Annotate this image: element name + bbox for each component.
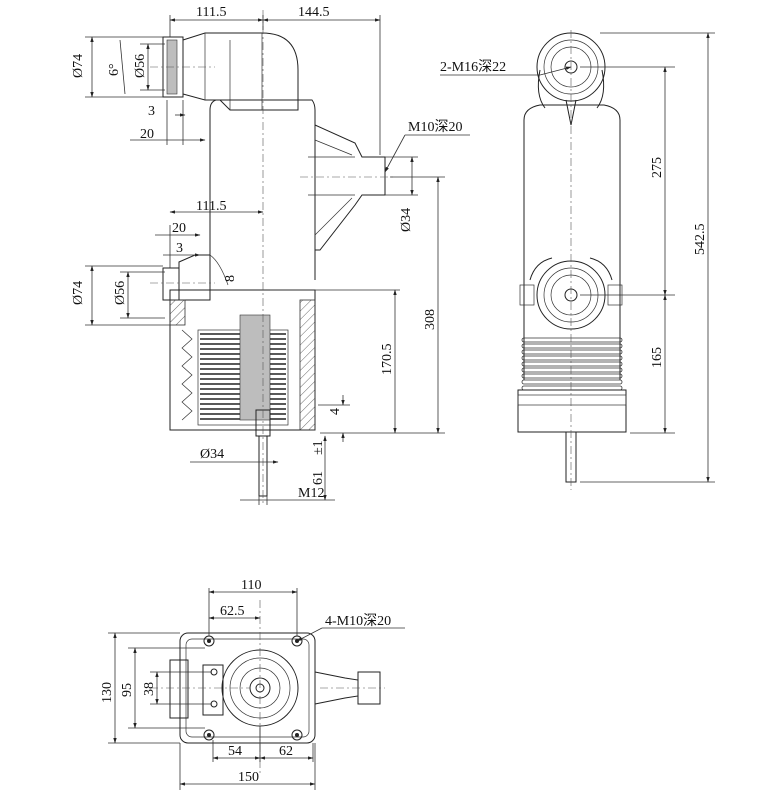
dim-m12: M12 (298, 486, 324, 501)
bellows (197, 314, 289, 426)
label-m10-depth: M10深20 (408, 119, 462, 135)
front-view: 2-M16深22 275 165 542.5 (440, 30, 715, 490)
dim-offset20-mid: 20 (172, 221, 186, 236)
dim-dia74-bot: Ø74 (71, 281, 86, 305)
dim-dia34-bot: Ø34 (200, 447, 224, 462)
main-body (209, 110, 316, 280)
label-m16-depth: 2-M16深22 (440, 59, 506, 75)
dim-w150: 150 (238, 770, 259, 785)
dim-h165: 165 (650, 347, 665, 368)
side-view: 111.5 144.5 Ø74 Ø56 6° 3 20 111.5 20 3 Ø… (71, 5, 470, 505)
dim-offset3-mid: 3 (176, 241, 183, 256)
front-base (517, 389, 627, 433)
dim-h170-5: 170.5 (380, 344, 395, 376)
top-elbow (182, 32, 299, 111)
dim-mid-width: 111.5 (196, 199, 226, 214)
dim-h130: 130 (100, 682, 115, 703)
dim-w110: 110 (241, 578, 261, 593)
dim-h38: 38 (142, 682, 157, 696)
dim-h542-5: 542.5 (693, 224, 708, 256)
dim-dia74-top: Ø74 (71, 54, 86, 78)
dim-w62-5: 62.5 (220, 604, 245, 619)
right-bushing (314, 124, 386, 251)
top-view-housing (179, 632, 316, 744)
dim-dia56-bot: Ø56 (113, 281, 128, 305)
dim-dia34-right: Ø34 (399, 208, 414, 232)
dim-pm1: ±1 (311, 440, 326, 455)
dim-h61: 61 (311, 471, 326, 485)
label-m10-holes: 4-M10深20 (325, 613, 391, 629)
dim-h95: 95 (120, 683, 135, 697)
dim-h275: 275 (650, 157, 665, 178)
dim-eight: 8 (223, 275, 238, 282)
lower-bushing-flange (162, 267, 180, 301)
dim-offset20-top: 20 (140, 127, 154, 142)
dim-h308: 308 (423, 309, 438, 330)
dim-top-right-width: 144.5 (298, 5, 330, 20)
dim-offset3-top: 3 (148, 104, 155, 119)
dim-angle: 6° (107, 63, 122, 76)
dim-w62: 62 (279, 744, 293, 759)
dim-dia56-top: Ø56 (133, 54, 148, 78)
top-view: 110 62.5 4-M10深20 130 95 38 54 62 150 (100, 578, 405, 790)
dim-top-left-width: 111.5 (196, 5, 226, 20)
dim-w54: 54 (228, 744, 242, 759)
dim-four: 4 (328, 408, 343, 415)
